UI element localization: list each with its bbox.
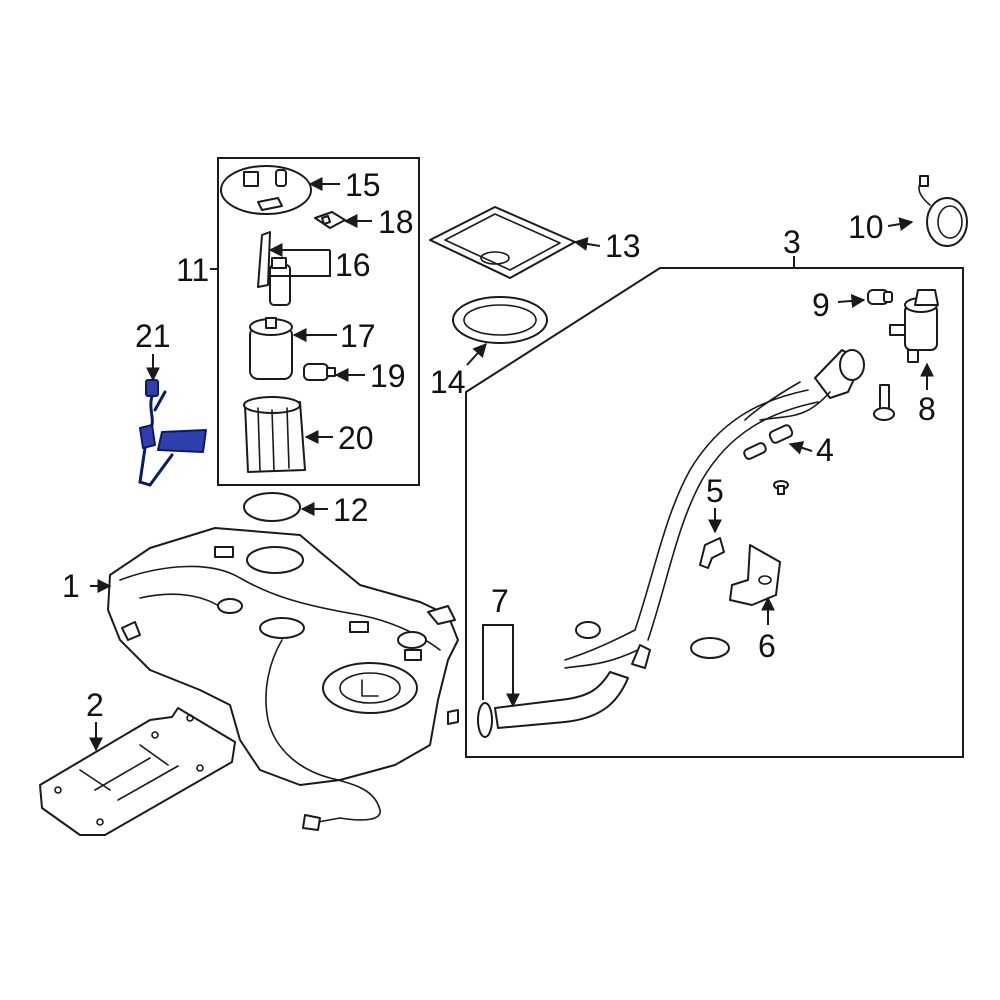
bolt-part[interactable] xyxy=(873,384,895,421)
callout-19: 19 xyxy=(370,358,406,394)
clip-part[interactable] xyxy=(699,537,725,569)
leader-lines xyxy=(89,177,934,752)
filler-assembly-group-box xyxy=(465,267,964,758)
callout-9: 9 xyxy=(812,287,830,323)
seal-ring-part[interactable] xyxy=(243,492,301,522)
filler-neck-hose-part[interactable] xyxy=(477,671,629,738)
callout-16: 16 xyxy=(335,247,371,283)
callout-17: 17 xyxy=(340,318,376,354)
vapor-canister-part[interactable] xyxy=(889,289,939,363)
callout-12: 12 xyxy=(333,492,369,528)
callout-3: 3 xyxy=(783,224,801,260)
callout-2: 2 xyxy=(86,687,104,723)
pump-flange-part[interactable] xyxy=(220,165,312,215)
callout-15: 15 xyxy=(345,167,381,203)
vent-connector-part[interactable] xyxy=(743,424,794,460)
filler-pipe-part[interactable] xyxy=(564,349,865,669)
callout-21: 21 xyxy=(135,318,171,354)
fuel-cap-part[interactable] xyxy=(918,175,968,247)
reservoir-part[interactable] xyxy=(243,396,306,473)
fuel-tank-part[interactable] xyxy=(107,527,459,831)
callout-7: 7 xyxy=(491,583,509,619)
access-cover-part[interactable] xyxy=(429,206,576,279)
callout-13: 13 xyxy=(605,228,641,264)
callout-5: 5 xyxy=(706,473,724,509)
callout-14: 14 xyxy=(430,364,466,400)
connector-part[interactable] xyxy=(314,211,346,229)
screw-part[interactable] xyxy=(773,480,789,495)
callout-8: 8 xyxy=(918,391,936,427)
callout-20: 20 xyxy=(338,420,374,456)
callout-6: 6 xyxy=(758,628,776,664)
fuel-filter-part[interactable] xyxy=(249,317,293,380)
pressure-regulator-part[interactable] xyxy=(303,363,336,381)
callout-1: 1 xyxy=(62,568,80,604)
callout-10: 10 xyxy=(848,209,884,245)
bracket-part[interactable] xyxy=(729,544,781,606)
pump-assembly-group-box xyxy=(217,157,420,486)
hose-clamp-part[interactable] xyxy=(575,621,730,659)
lock-ring-part[interactable] xyxy=(452,296,548,344)
fuel-pump-hose-part[interactable] xyxy=(257,231,291,306)
heat-shield-part[interactable] xyxy=(39,707,236,836)
fuel-level-sender-part[interactable] xyxy=(138,379,207,487)
callout-18: 18 xyxy=(378,204,414,240)
callout-4: 4 xyxy=(816,432,834,468)
callout-11: 11 xyxy=(176,252,209,288)
check-valve-part[interactable] xyxy=(867,289,893,305)
